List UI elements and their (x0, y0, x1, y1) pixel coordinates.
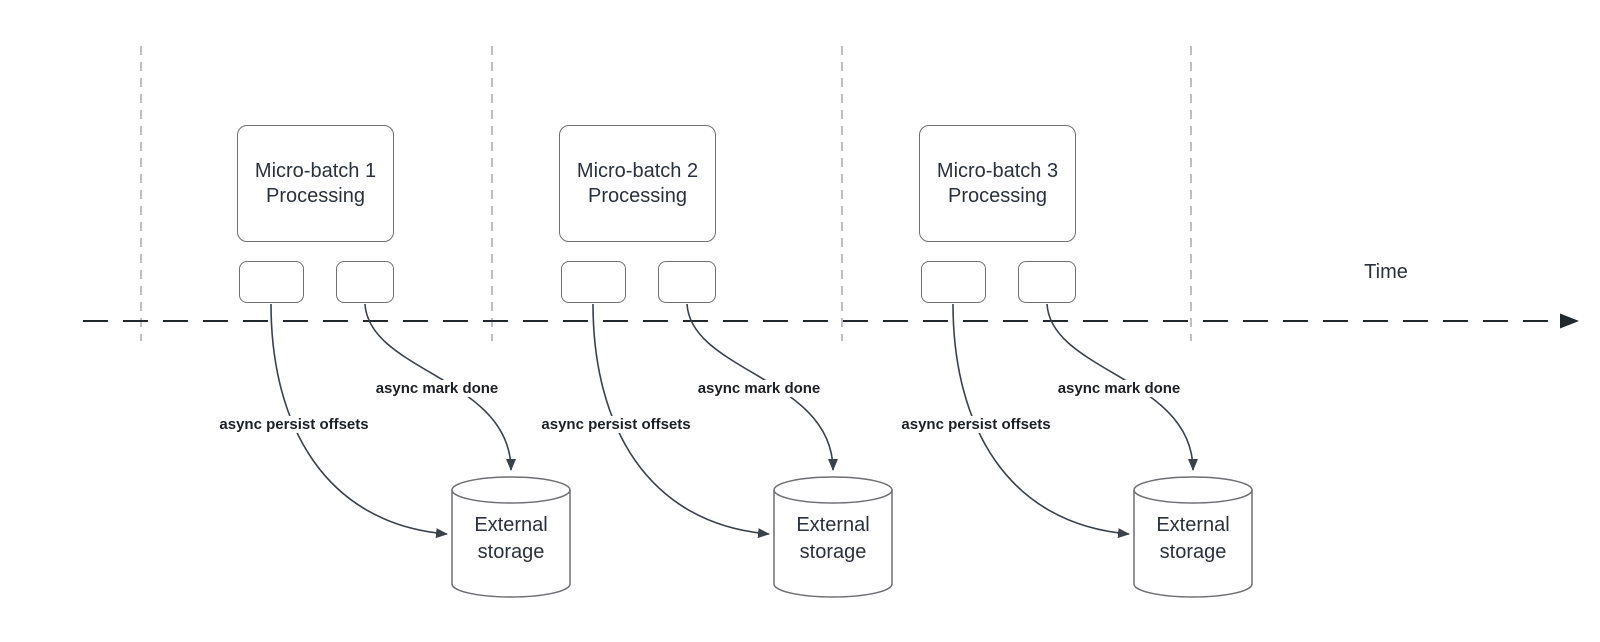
microbatch-title-line: Processing (588, 184, 687, 207)
persist-offsets-arrow (270, 303, 448, 539)
external-storage-label: External storage (774, 512, 892, 566)
mark-done-arrow (686, 303, 838, 471)
storage-label-line: External (474, 514, 548, 536)
storage-label-line: storage (477, 541, 545, 563)
mark-done-label: async mark done (372, 380, 502, 397)
offset-marker-box-left (239, 261, 304, 303)
group-1-connectors (270, 303, 571, 598)
microbatch-title-line: Micro-batch 1 (254, 159, 377, 182)
storage-label-line: External (1156, 514, 1230, 536)
time-axis (83, 313, 1579, 329)
offset-marker-box-right (1018, 261, 1076, 303)
offset-marker-box-left (561, 261, 626, 303)
group-3-connectors (952, 303, 1253, 598)
microbatch-title-line: Processing (948, 184, 1047, 207)
time-axis-arrowhead (1560, 313, 1579, 329)
persist-offsets-label: async persist offsets (216, 416, 372, 433)
group-2-connectors (592, 303, 893, 598)
external-storage-cylinder (773, 476, 893, 598)
external-storage-cylinder (1133, 476, 1253, 598)
persist-offsets-arrow (952, 303, 1130, 539)
microbatch-3-processing-box: Micro-batch 3 Processing (919, 125, 1076, 242)
persist-offsets-label: async persist offsets (538, 416, 694, 433)
mark-done-arrow (364, 303, 516, 471)
external-storage-cylinder (451, 476, 571, 598)
mark-done-arrow (1046, 303, 1198, 471)
persist-offsets-label: async persist offsets (898, 416, 1054, 433)
microbatch-1-processing-box: Micro-batch 1 Processing (237, 125, 394, 242)
microbatch-title-line: Processing (266, 184, 365, 207)
microbatch-2-processing-box: Micro-batch 2 Processing (559, 125, 716, 242)
storage-label-line: storage (1159, 541, 1227, 563)
time-axis-label: Time (1364, 261, 1408, 283)
mark-done-label: async mark done (1054, 380, 1184, 397)
offset-marker-box-left (921, 261, 986, 303)
storage-label-line: External (796, 514, 870, 536)
microbatch-title-line: Micro-batch 2 (576, 159, 699, 182)
storage-label-line: storage (799, 541, 867, 563)
microbatch-title-line: Micro-batch 3 (936, 159, 1059, 182)
persist-offsets-arrow (592, 303, 770, 539)
external-storage-label: External storage (1134, 512, 1252, 566)
offset-marker-box-right (336, 261, 394, 303)
external-storage-label: External storage (452, 512, 570, 566)
offset-marker-box-right (658, 261, 716, 303)
mark-done-label: async mark done (694, 380, 824, 397)
